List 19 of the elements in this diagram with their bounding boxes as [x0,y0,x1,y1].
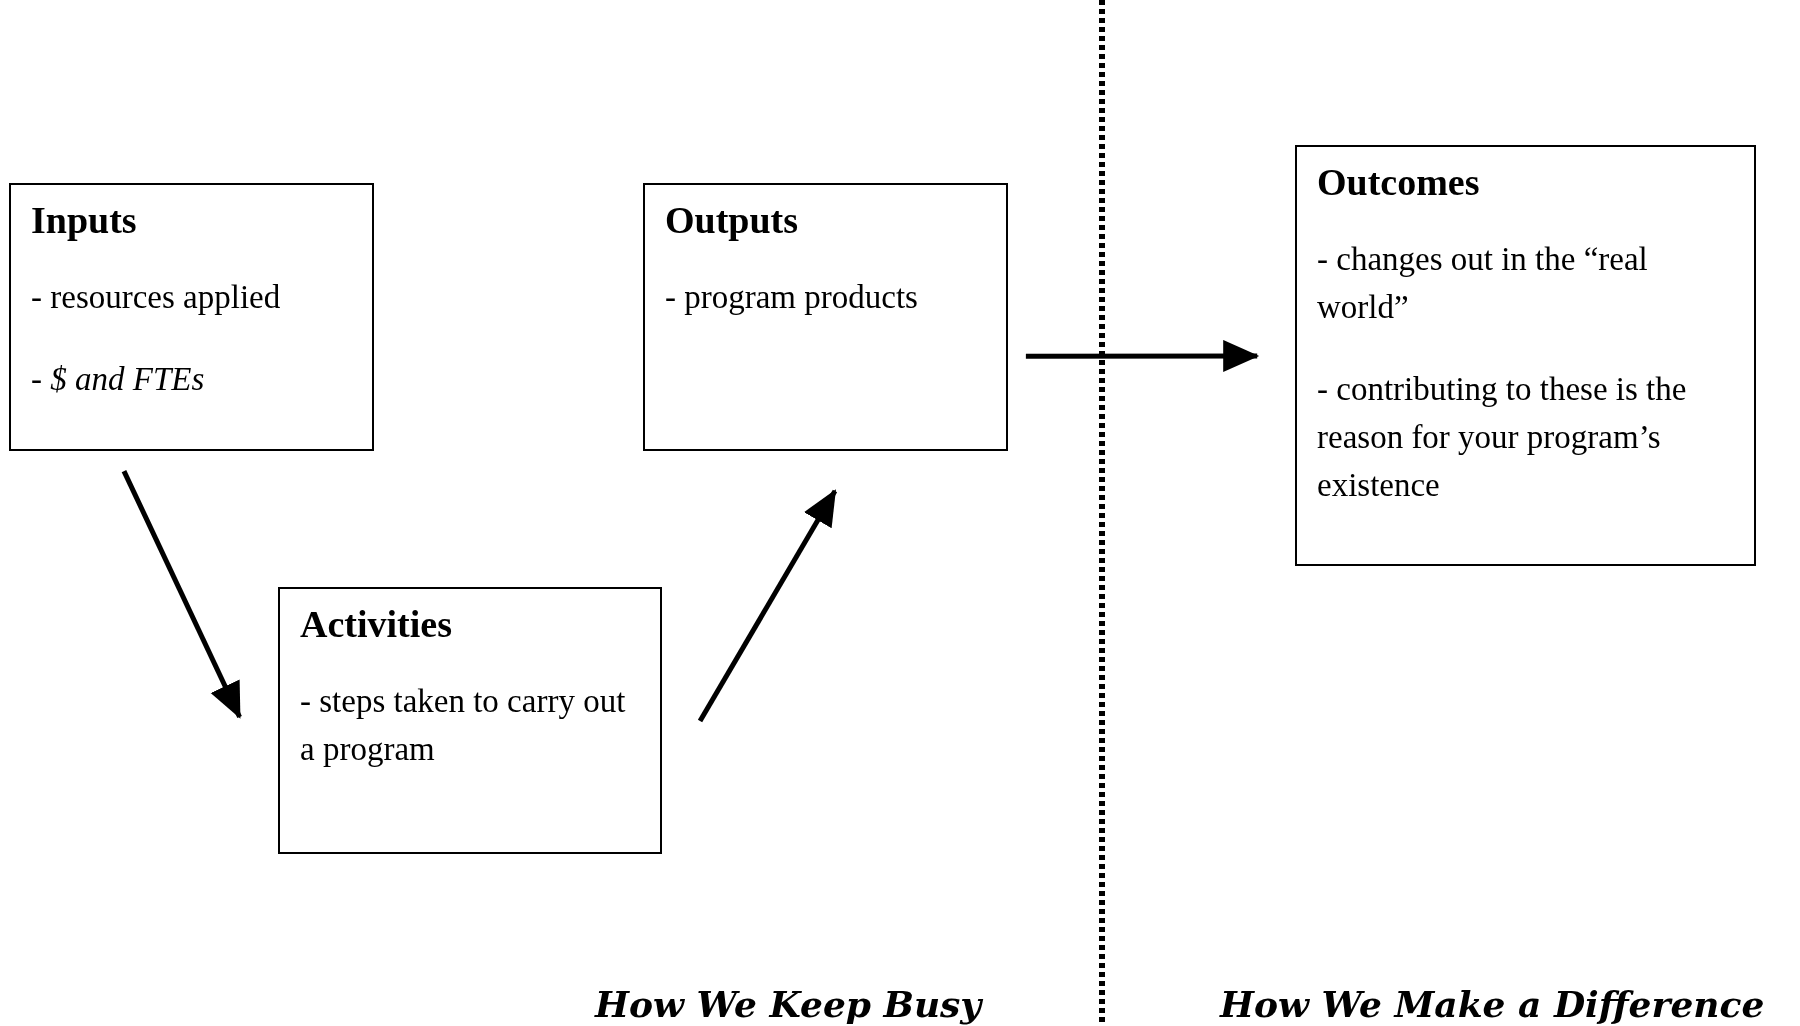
section-caption: How We Make a Difference [1220,983,1765,1025]
box-heading: Outputs [665,198,800,243]
box-text: - program products [665,278,919,317]
section-caption: How We Keep Busy [595,983,982,1025]
process-box [9,183,374,451]
box-heading: Outcomes [1317,160,1481,205]
box-heading: Inputs [31,198,138,243]
process-box [643,183,1008,451]
box-text: - resources applied [31,278,282,317]
arrow [121,470,242,719]
box-text: - contributing to these is the reason for your program’s existence [1317,370,1688,505]
arrow [697,489,838,723]
arrow [1025,339,1260,372]
process-box [278,587,662,854]
box-heading: Activities [300,602,453,647]
box-text: - changes out in the “real world” [1317,240,1649,327]
box-text: - steps taken to carry out a program [300,682,627,769]
box-text: - $ and FTEs [31,360,206,399]
process-box [1295,145,1756,566]
